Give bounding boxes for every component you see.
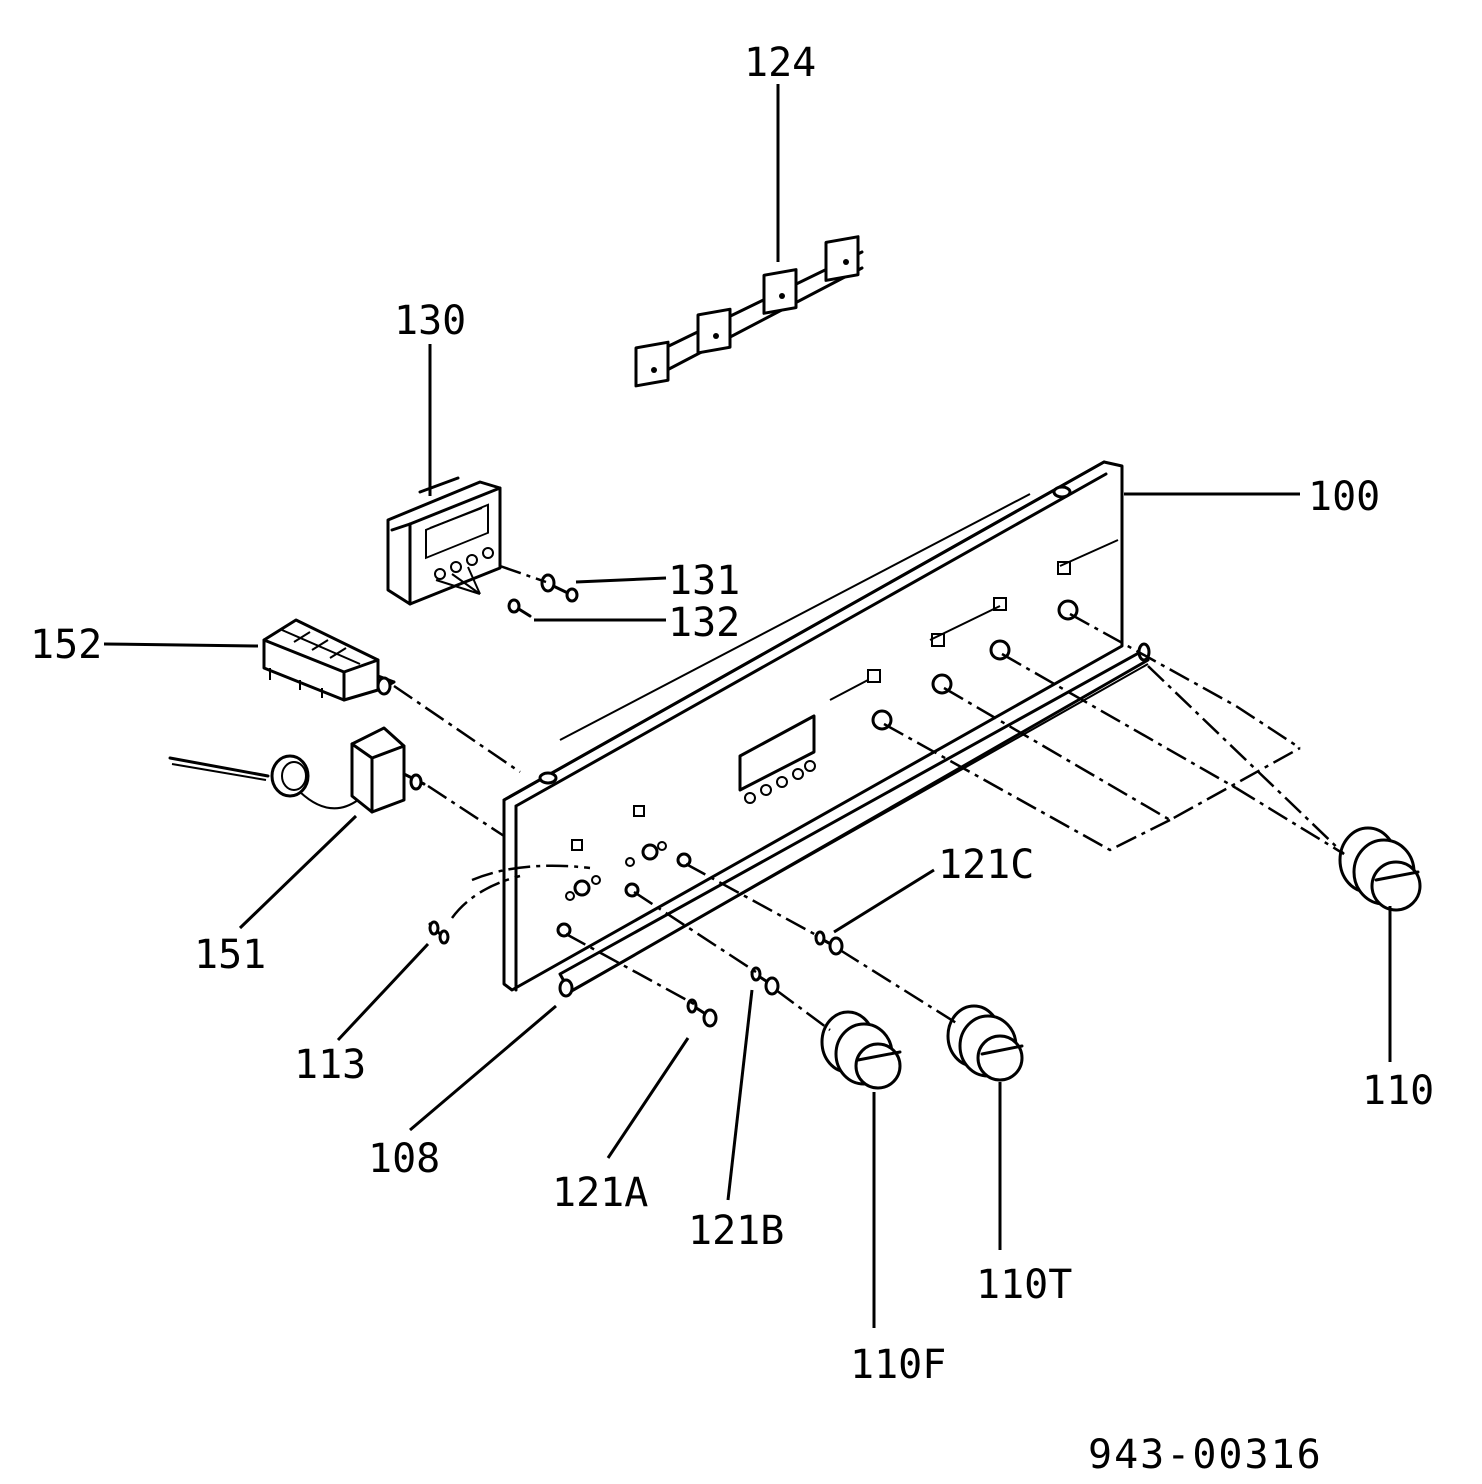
label-130: 130	[394, 298, 466, 344]
label-121C: 121C	[938, 842, 1034, 888]
label-152: 152	[30, 622, 102, 668]
part-110T-knob	[946, 1004, 1024, 1082]
label-110: 110	[1362, 1068, 1434, 1114]
part-labels: 124 130 100 131 132 152 121C 151 113 108…	[30, 40, 1434, 1478]
part-151-thermostat	[168, 726, 426, 814]
document-code: 943-00316	[1088, 1432, 1323, 1478]
label-132: 132	[668, 600, 740, 646]
part-130-clock-timer	[386, 476, 502, 606]
label-113: 113	[294, 1042, 366, 1088]
label-124: 124	[744, 40, 816, 86]
part-152-selector-switch	[262, 618, 396, 702]
leader-lines	[103, 84, 1392, 1328]
part-110-knob	[1338, 826, 1422, 912]
part-124-switch-bracket	[634, 235, 864, 388]
label-121A: 121A	[552, 1170, 648, 1216]
label-110F: 110F	[850, 1342, 946, 1388]
part-100-control-panel	[502, 460, 1151, 998]
part-121C-pin	[814, 930, 844, 956]
part-110F-knob	[820, 1010, 902, 1090]
label-108: 108	[368, 1136, 440, 1182]
part-131-screw	[540, 573, 579, 603]
label-100: 100	[1308, 474, 1380, 520]
label-121B: 121B	[688, 1208, 784, 1254]
label-131: 131	[668, 558, 740, 604]
part-121A-pin	[686, 998, 718, 1028]
label-151: 151	[194, 932, 266, 978]
label-110T: 110T	[976, 1262, 1072, 1308]
part-132-screw	[507, 598, 532, 618]
assembly-lines	[393, 564, 1345, 1032]
part-113-pin	[428, 920, 450, 945]
